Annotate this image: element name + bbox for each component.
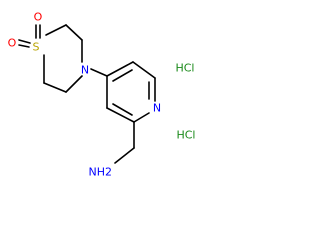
bond-s-c1 (45, 24, 67, 36)
hcl-label-2: HCl (176, 129, 195, 142)
thiomorpholine-ring (43, 24, 83, 93)
bond-c3-c4 (43, 82, 67, 93)
oxygen-left-label: O (8, 37, 17, 50)
bond-ch2-nh2 (114, 147, 135, 164)
aminomethyl-chain (114, 121, 135, 164)
bond-c1-c2 (65, 24, 83, 41)
pyridine-nitrogen-label: N (153, 102, 161, 115)
bond-n-c3 (65, 75, 83, 93)
pyr-bond-4 (133, 112, 150, 123)
bond-s-o-left-b (18, 44, 30, 48)
bond-n-pyridine (90, 68, 108, 77)
oxygen-top-label: O (34, 11, 43, 24)
molecule-drawing: S O O N N NH2 HCl HCl (8, 11, 196, 179)
pyridine-ring (106, 61, 156, 123)
pyr-bond-2 (132, 61, 156, 79)
pyr-double-1 (112, 69, 133, 82)
hcl-label-1: HCl (175, 62, 194, 75)
ring-nitrogen-label: N (81, 64, 89, 77)
sulfonyl-bonds (18, 24, 41, 48)
bond-s-o-left-a (18, 39, 31, 44)
pyr-double-3 (112, 103, 133, 116)
structure-canvas: S O O N N NH2 HCl HCl (8, 11, 196, 179)
pyr-bond-5 (106, 107, 135, 123)
sulfur-label: S (33, 41, 40, 54)
amine-label: NH2 (89, 166, 113, 179)
pyr-bond-1 (106, 61, 134, 77)
